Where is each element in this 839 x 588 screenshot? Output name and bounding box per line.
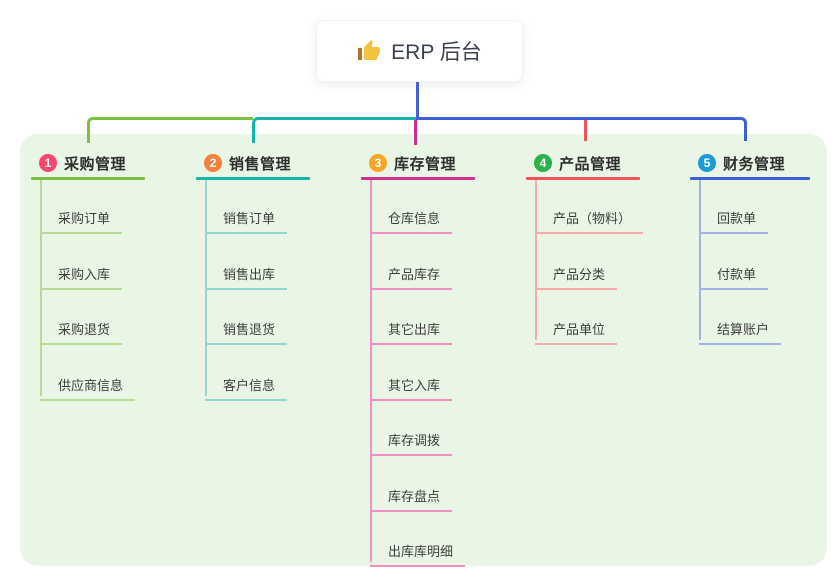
connector-root-trunk xyxy=(416,82,419,120)
node-warehouse-info[interactable]: 仓库信息 xyxy=(370,201,453,234)
connector-branch-finance xyxy=(418,117,747,141)
branch-purchase: 1 采购管理 采购订单 采购入库 采购退货 供应商信息 xyxy=(31,148,145,401)
node-product-material[interactable]: 产品（物料） xyxy=(535,201,644,234)
node-supplier-info[interactable]: 供应商信息 xyxy=(40,368,136,401)
branch-rail xyxy=(535,180,537,340)
branch-underline xyxy=(361,177,475,180)
branch-title-inventory[interactable]: 3 库存管理 xyxy=(361,150,475,176)
node-purchase-return[interactable]: 采购退货 xyxy=(40,312,123,345)
connector-branch-purchase xyxy=(87,117,253,143)
branch-title-sales[interactable]: 2 销售管理 xyxy=(196,150,310,176)
branch-title-label: 采购管理 xyxy=(64,155,127,173)
branch-product: 4 产品管理 产品（物料） 产品分类 产品单位 xyxy=(526,148,644,345)
branch-title-label: 销售管理 xyxy=(229,155,292,173)
root-node-erp[interactable]: ERP 后台 xyxy=(316,20,523,82)
connector-branch-product xyxy=(584,117,587,141)
branch-rail xyxy=(699,180,701,340)
node-customer-info[interactable]: 客户信息 xyxy=(205,368,288,401)
branch-title-label: 财务管理 xyxy=(723,155,786,173)
node-sales-return[interactable]: 销售退货 xyxy=(205,312,288,345)
branch-title-finance[interactable]: 5 财务管理 xyxy=(690,150,804,176)
branch-title-label: 产品管理 xyxy=(559,155,622,173)
node-outbound-detail[interactable]: 出库库明细 xyxy=(370,534,466,567)
node-sales-order[interactable]: 销售订单 xyxy=(205,201,288,234)
node-purchase-inbound[interactable]: 采购入库 xyxy=(40,257,123,290)
connector-branch-sales xyxy=(252,117,418,143)
thumbs-up-icon xyxy=(358,40,381,60)
node-purchase-order[interactable]: 采购订单 xyxy=(40,201,123,234)
branch-rail xyxy=(370,180,372,562)
node-receipt-bill[interactable]: 回款单 xyxy=(699,201,769,234)
node-product-unit[interactable]: 产品单位 xyxy=(535,312,618,345)
branch-title-purchase[interactable]: 1 采购管理 xyxy=(31,150,145,176)
node-payment-bill[interactable]: 付款单 xyxy=(699,257,769,290)
node-product-stock[interactable]: 产品库存 xyxy=(370,257,453,290)
branch-underline xyxy=(196,177,310,180)
node-stock-transfer[interactable]: 库存调拨 xyxy=(370,423,453,456)
node-other-inbound[interactable]: 其它入库 xyxy=(370,368,453,401)
node-sales-outbound[interactable]: 销售出库 xyxy=(205,257,288,290)
branch-title-product[interactable]: 4 产品管理 xyxy=(526,150,640,176)
root-node-label: ERP 后台 xyxy=(391,41,482,64)
node-settlement-account[interactable]: 结算账户 xyxy=(699,312,782,345)
branch-underline xyxy=(526,177,640,180)
badge-2-icon: 2 xyxy=(204,154,222,172)
branch-sales: 2 销售管理 销售订单 销售出库 销售退货 客户信息 xyxy=(196,148,310,401)
badge-5-icon: 5 xyxy=(698,154,716,172)
node-other-outbound[interactable]: 其它出库 xyxy=(370,312,453,345)
node-stock-check[interactable]: 库存盘点 xyxy=(370,479,453,512)
badge-1-icon: 1 xyxy=(39,154,57,172)
branch-underline xyxy=(31,177,145,180)
branch-finance: 5 财务管理 回款单 付款单 结算账户 xyxy=(690,148,810,345)
badge-4-icon: 4 xyxy=(534,154,552,172)
branch-underline xyxy=(690,177,810,180)
mindmap-canvas xyxy=(20,134,827,566)
branch-inventory: 3 库存管理 仓库信息 产品库存 其它出库 其它入库 库存调拨 库存盘点 出库库… xyxy=(361,148,475,567)
branch-title-label: 库存管理 xyxy=(394,155,457,173)
connector-branch-inventory xyxy=(414,117,417,145)
node-product-category[interactable]: 产品分类 xyxy=(535,257,618,290)
badge-3-icon: 3 xyxy=(369,154,387,172)
